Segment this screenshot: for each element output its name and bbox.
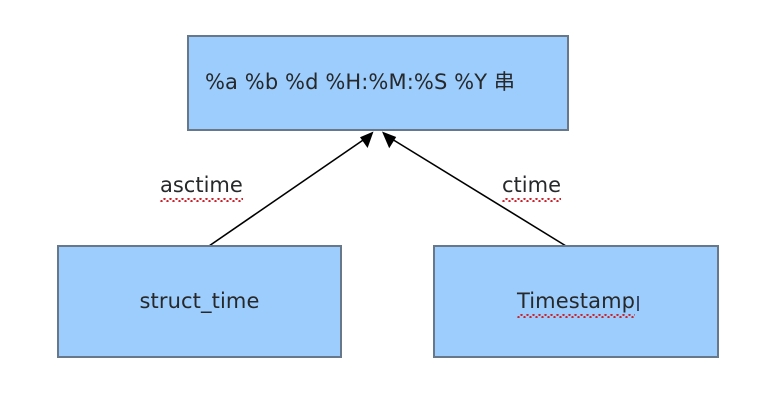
node-timestamp-label: Timestamp [516, 288, 636, 319]
node-struct-time[interactable]: struct_time [57, 245, 342, 358]
edge-label-asctime-text: asctime [160, 173, 243, 202]
node-format-string-label: %a %b %d %H:%M:%S %Y 串 [205, 70, 516, 95]
node-timestamp[interactable]: Timestamp [433, 245, 719, 358]
text-caret [637, 296, 639, 311]
node-format-string[interactable]: %a %b %d %H:%M:%S %Y 串 [187, 35, 569, 131]
edge-ctime-arrowhead [382, 131, 397, 149]
edge-label-ctime: ctime [502, 173, 561, 202]
edge-asctime-arrowhead [360, 131, 374, 148]
edge-label-ctime-text: ctime [502, 173, 561, 202]
node-struct-time-label: struct_time [139, 288, 260, 313]
edge-label-asctime: asctime [160, 173, 243, 202]
